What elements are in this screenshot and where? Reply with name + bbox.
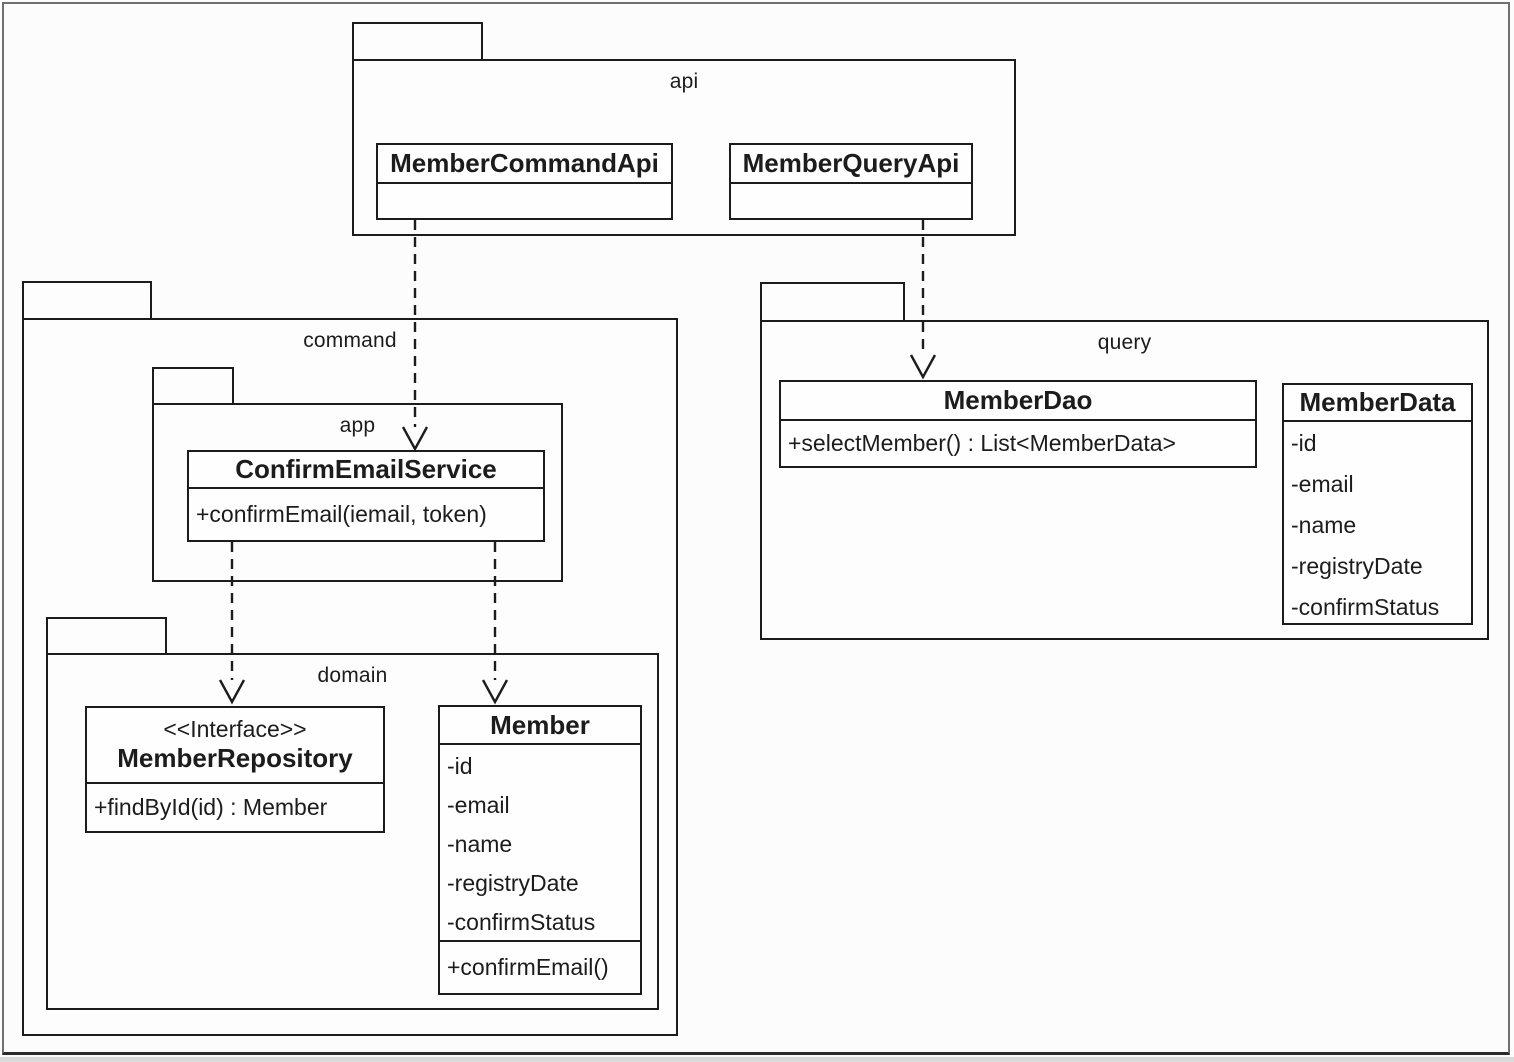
attribute-row: -registryDate — [447, 870, 579, 896]
class-name: ConfirmEmailService — [189, 452, 543, 489]
operation-row: +findById(id) : Member — [94, 794, 328, 820]
package-domain-tab — [46, 617, 167, 655]
open-arrowhead-icon — [481, 679, 509, 705]
class-name: MemberRepository — [117, 743, 353, 773]
class-name: MemberQueryApi — [731, 145, 971, 184]
package-query-tab — [760, 282, 905, 322]
attribute-row: -name — [1291, 512, 1357, 538]
class-member-repository: <<Interface>> MemberRepository +findById… — [85, 706, 385, 833]
open-arrowhead-icon — [218, 679, 246, 705]
class-member-command-api: MemberCommandApi — [376, 143, 673, 220]
dependency-arrow-service-to-member — [481, 542, 509, 705]
class-name: MemberDao — [781, 382, 1255, 421]
image-bottom-edge — [0, 1057, 1514, 1062]
class-member: Member -id -email -name -registryDate -c… — [438, 705, 642, 995]
attribute-row: -confirmStatus — [1291, 594, 1440, 620]
package-api-label: api — [669, 70, 699, 93]
empty-compartment — [378, 184, 671, 218]
attribute-row: -name — [447, 831, 513, 857]
operation-row: +selectMember() : List<MemberData> — [788, 430, 1176, 456]
class-confirm-email-service: ConfirmEmailService +confirmEmail(iemail… — [187, 450, 545, 542]
class-name: MemberCommandApi — [378, 145, 671, 184]
package-command-label: command — [303, 329, 397, 352]
class-member-query-api: MemberQueryApi — [729, 143, 973, 220]
attribute-row: -email — [1291, 471, 1354, 497]
attribute-row: -email — [447, 792, 510, 818]
class-name: Member — [440, 707, 640, 745]
operation-row: +confirmEmail(iemail, token) — [196, 501, 487, 527]
attribute-row: -id — [447, 753, 473, 779]
attribute-row: -confirmStatus — [447, 909, 596, 935]
dependency-arrow-service-to-memberrepository — [218, 542, 246, 705]
class-name: MemberData — [1284, 385, 1471, 422]
dependency-arrow-commandapi-to-confirmemailservice — [401, 220, 429, 452]
dependency-arrow-queryapi-to-memberdao — [909, 220, 937, 380]
attribute-row: -registryDate — [1291, 553, 1423, 579]
attributes-compartment: -id -email -name -registryDate -confirmS… — [1284, 422, 1471, 628]
attribute-row: -id — [1291, 430, 1317, 456]
attributes-compartment: -id -email -name -registryDate -confirmS… — [440, 745, 640, 940]
package-api-tab — [352, 22, 483, 61]
open-arrowhead-icon — [401, 426, 429, 452]
package-command-tab — [22, 281, 152, 320]
package-query-label: query — [1097, 331, 1152, 354]
interface-stereotype: <<Interface>> — [163, 716, 307, 742]
empty-compartment — [731, 184, 971, 218]
package-domain-label: domain — [317, 664, 388, 687]
package-app-label: app — [339, 414, 376, 437]
class-member-dao: MemberDao +selectMember() : List<MemberD… — [779, 380, 1257, 468]
package-app-tab — [152, 367, 234, 405]
class-name-compartment: <<Interface>> MemberRepository — [87, 708, 383, 784]
operation-row: +confirmEmail() — [440, 940, 640, 993]
class-member-data: MemberData -id -email -name -registryDat… — [1282, 383, 1473, 625]
open-arrowhead-icon — [909, 354, 937, 380]
